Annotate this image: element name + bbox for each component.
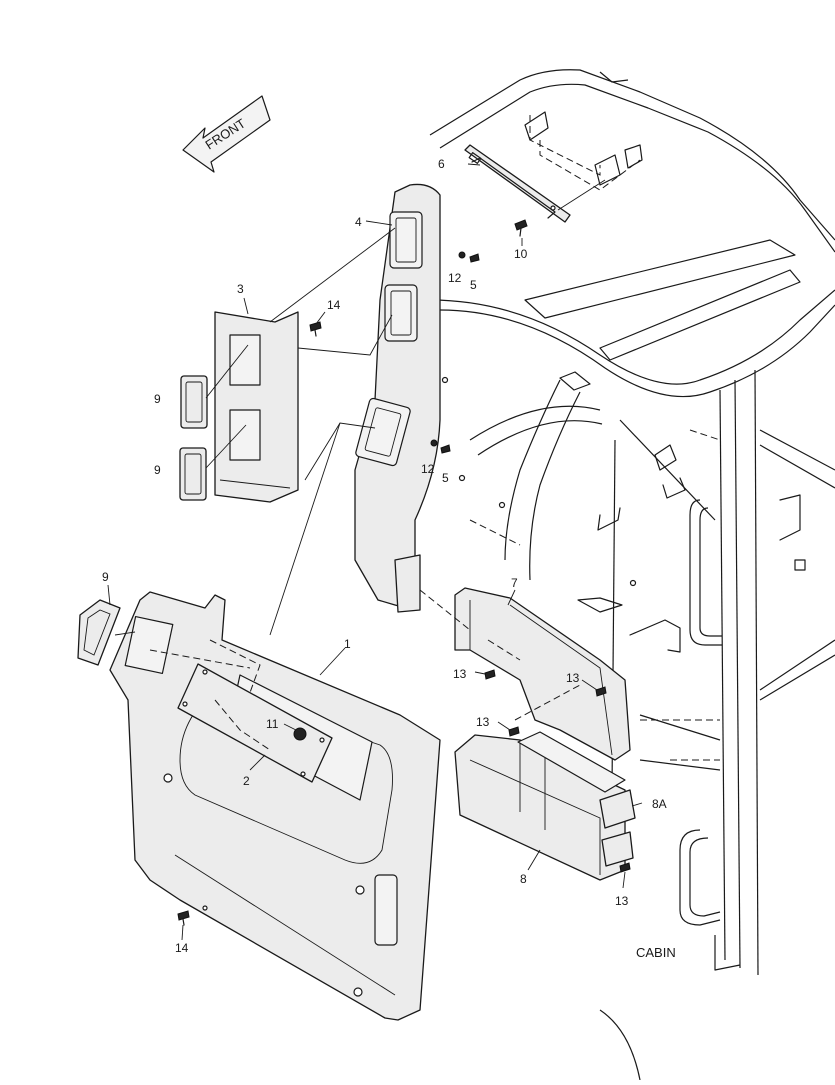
fasteners [177,219,631,926]
callout-4: 4 [355,215,362,229]
part-1-lower-trim-panel [109,591,441,1021]
callout-3: 3 [237,282,244,296]
cabin-label: CABIN [636,945,676,960]
callout-11: 11 [266,717,279,731]
callout-14-upper: 14 [327,298,341,312]
cabin-structure [429,69,835,1081]
callout-8: 8 [520,872,527,886]
callout-10: 10 [514,247,528,261]
part-2-cover-plate [177,663,333,783]
part-8-lower-air-duct [454,731,636,881]
callout-13-a: 13 [453,667,467,681]
callout-9-middle: 9 [154,463,161,477]
callout-2: 2 [243,774,250,788]
callout-9-lower: 9 [102,570,109,584]
callout-8a: 8A [652,797,667,811]
front-direction-arrow: FRONT [182,95,271,173]
callout-9-upper: 9 [154,392,161,406]
callout-1: 1 [344,637,351,651]
part-9-vent-caps [77,375,208,666]
callout-12-upper: 12 [448,271,462,285]
part-6-vent-plate [464,111,643,223]
part-7-upper-air-duct [454,587,631,761]
callout-13-b: 13 [566,671,580,685]
callout-6: 6 [438,157,445,171]
leader-lines [107,163,643,941]
callout-7: 7 [511,576,518,590]
callout-12-lower: 12 [421,462,435,476]
callout-5-lower: 5 [442,471,449,485]
callout-13-c: 13 [476,715,490,729]
callout-13-d: 13 [615,894,629,908]
part-3-side-panel [214,311,299,503]
part-4-duct-column [354,183,441,613]
callout-14-lower: 14 [175,941,189,955]
callout-labels: 1 2 3 4 5 5 6 7 8 8A 9 9 9 10 11 12 12 1… [102,157,676,960]
callout-5-upper: 5 [470,278,477,292]
